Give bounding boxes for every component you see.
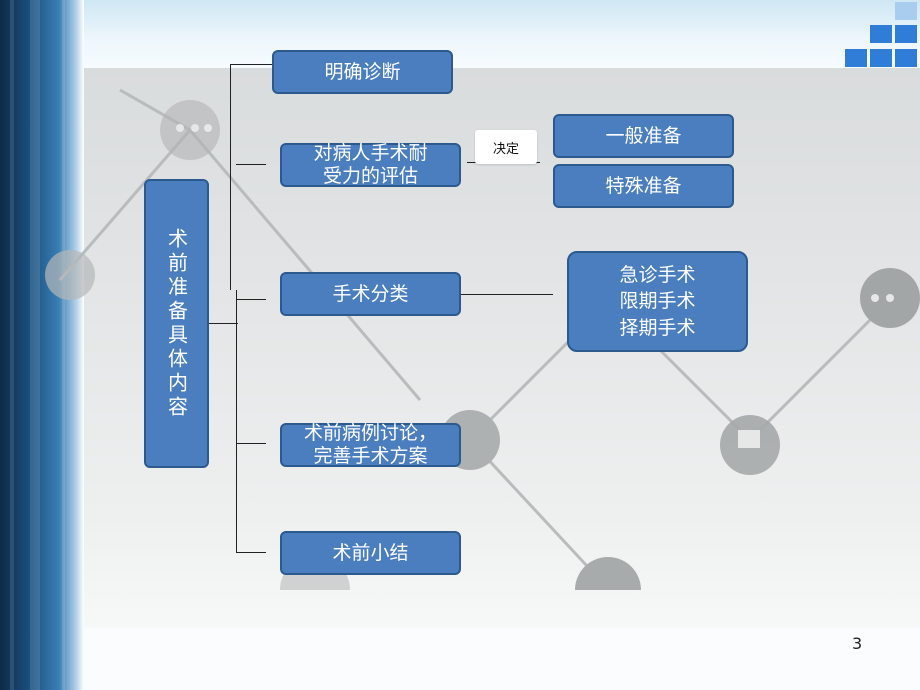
sidebar-panel bbox=[0, 0, 84, 690]
sidebar-stripe bbox=[30, 0, 40, 690]
connector-line bbox=[236, 290, 237, 552]
branch-node-surgery-classification: 手术分类 bbox=[280, 272, 461, 316]
connector-line bbox=[236, 164, 266, 165]
branch-node-tolerance-evaluation: 对病人手术耐 受力的评估 bbox=[280, 142, 461, 187]
decor-square bbox=[895, 25, 917, 43]
branch-node-diagnosis: 明确诊断 bbox=[272, 50, 453, 94]
connector-line bbox=[236, 552, 266, 553]
branch-node-summary: 术前小结 bbox=[280, 531, 461, 575]
sidebar-stripe bbox=[10, 0, 14, 690]
decor-square bbox=[845, 49, 867, 67]
decision-label: 决定 bbox=[475, 130, 537, 164]
outcome-node-special: 特殊准备 bbox=[553, 164, 734, 208]
connector-line bbox=[230, 64, 272, 65]
page-number: 3 bbox=[852, 634, 863, 653]
branch-node-case-discussion: 术前病例讨论， 完善手术方案 bbox=[280, 422, 461, 467]
root-node: 术前准备具体内容 bbox=[144, 179, 209, 468]
decor-square bbox=[870, 25, 892, 43]
connector-line bbox=[209, 323, 238, 324]
decor-square bbox=[895, 49, 917, 67]
decor-square bbox=[870, 49, 892, 67]
sidebar-stripe bbox=[62, 0, 65, 690]
connector-line bbox=[236, 299, 266, 300]
header-band bbox=[84, 0, 920, 68]
connector-line bbox=[230, 64, 231, 290]
surgery-types-node: 急诊手术 限期手术 择期手术 bbox=[567, 251, 748, 352]
connector-line bbox=[461, 294, 553, 295]
outcome-node-general: 一般准备 bbox=[553, 114, 734, 158]
footer-band bbox=[84, 628, 920, 690]
connector-line bbox=[236, 443, 266, 444]
decor-square bbox=[895, 2, 917, 20]
